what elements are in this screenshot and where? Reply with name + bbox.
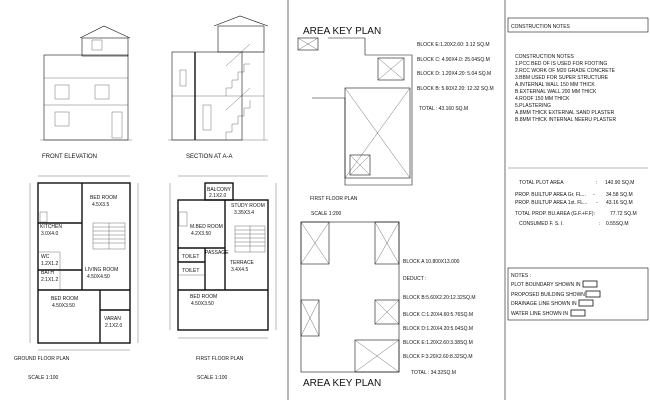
ground-room-bedroom-1-size: 4.5X3.5 [92, 202, 109, 208]
first-floor-scale: SCALE 1:100 [197, 375, 228, 381]
notes-header-box [507, 17, 649, 33]
block-deduct-4: BLOCK F:3.20X2.60:8.32SQ.M [403, 354, 472, 360]
notes-header: CONSTRUCTION NOTES [511, 24, 571, 30]
note-4: B.EXTERNAL WALL 200 MM THICK [515, 89, 597, 95]
area-row-4-label: CONSUMED F. S. I. [519, 221, 564, 227]
area-row-1-value: 34.58 SQ.M [606, 192, 633, 198]
area-row-1-sep: - [593, 192, 595, 198]
block-deduct-3: BLOCK E:1.20X2.60:3.38SQ.M [403, 340, 473, 346]
area-row-0-sep: : [596, 180, 597, 186]
block-deduct-1: BLOCK C:1.20X4.60:5.76SQ.M [403, 312, 473, 318]
note-8: B.8MM THICK INTERNAL NEERU PLASTER [515, 117, 617, 123]
total-deduct: TOTAL : 34.32SQ.M [411, 370, 456, 376]
block-first-2: BLOCK D: 1.20X4.20: 5.04 SQ.M [417, 71, 491, 77]
area-row-4-value: 0.55SQ.M [606, 221, 629, 227]
ground-floor-scale: SCALE 1:100 [28, 375, 59, 381]
first-room-terrace-size: 3.4X4.5 [231, 267, 248, 273]
area-row-2-label: PROP. BUILTUP AREA 1st. FL... [515, 200, 587, 206]
note-6: 5.PLASTERING [515, 103, 551, 109]
ground-room-wc-size: 1.2X1.2 [41, 261, 58, 267]
first-room-bedroom-name: BED ROOM [190, 294, 217, 300]
ground-floor-label: GROUND FLOOR PLAN [14, 356, 70, 362]
block-a-label: BLOCK A 10.800X13.000 [403, 259, 460, 265]
total-first: TOTAL : 43.160 SQ.M [419, 106, 468, 112]
first-floor-plan [169, 175, 277, 339]
ground-room-bedroom-2-name: BED ROOM [51, 296, 78, 302]
first-room-balcony-name: BALCONY [207, 187, 232, 193]
area-row-1-label: PROP. BUILTUP AREA Gr. FL... [515, 192, 586, 198]
block-deduct-0: BLOCK B:5.60X2.20:12.32SQ.M [403, 295, 476, 301]
area-row-2-sep: - [596, 200, 598, 206]
first-room-terrace-name: TERRACE [230, 260, 255, 266]
legend-item-2: DRAINAGE LINE SHOWN IN [511, 301, 577, 307]
ground-floor-plan [29, 175, 139, 351]
legend-item-3: WATER LINE SHOWN IN [511, 311, 568, 317]
block-first-1: BLOCK C: 4.90X4.0: 25.04SQ.M [417, 57, 490, 63]
note-1: 2.RCC WORK OF M20 GRADE CONCRETE [515, 68, 616, 74]
area-key-scale: SCALE 1:200 [311, 211, 342, 217]
front-elevation [40, 25, 132, 141]
ground-room-bath-size: 2.1X1.2 [41, 277, 58, 283]
note-3: A.INTERNAL WALL 150 MM THICK [515, 82, 595, 88]
legend-swatch-proposed-building [585, 290, 601, 298]
area-row-2-value: 43.16 SQ.M [606, 200, 633, 206]
first-room-toilet-2-name: TOILET [182, 268, 199, 274]
note-0: 1.PCC BED OF IS USED FOR FOOTING [515, 61, 607, 67]
section-a-a [168, 15, 269, 141]
area-key-plan-bottom [300, 221, 400, 373]
note-7: A.8MM THICK EXTERNAL SAND PLASTER [515, 110, 615, 116]
ground-room-bedroom-2-size: 4.50X3.50 [52, 303, 75, 309]
block-deduct-2: BLOCK D:1.20X4.20:5.04SQ.M [403, 326, 473, 332]
block-first-0: BLOCK E:1.20X2.60: 3.12 SQ.M [417, 42, 490, 48]
area-key-first-floor-label: FIRST FLOOR PLAN [310, 196, 358, 202]
deduct-label: DEDUCT : [403, 276, 427, 282]
legend-item-0: PLOT BOUNDARY SHOWN IN [511, 282, 581, 288]
first-room-mbed-size: 4.2X3.50 [191, 231, 211, 237]
area-key-title-bottom: AREA KEY PLAN [303, 378, 381, 389]
legend-swatch-plot-boundary [582, 280, 598, 288]
front-elevation-label: FRONT ELEVATION [42, 154, 97, 160]
legend-swatch-drainage [578, 299, 594, 307]
notes-title: CONSTRUCTION NOTES [515, 54, 575, 60]
ground-room-kitchen-size: 3.0X4.0 [41, 231, 58, 237]
ground-room-bath-name: BATH [41, 270, 54, 276]
first-room-passage-name: PASSAGE [205, 250, 229, 256]
ground-room-varan-name: VARAN [104, 316, 121, 322]
legend-swatch-water [570, 309, 586, 317]
legend-box [507, 267, 649, 321]
area-key-title-top: AREA KEY PLAN [303, 26, 381, 37]
first-room-toilet-1-name: TOILET [182, 254, 199, 260]
ground-room-kitchen-name: KITCHEN [40, 224, 62, 230]
first-room-study-size: 3.35X3.4 [234, 210, 254, 216]
note-5: 4.ROOF 150 MM THICK [515, 96, 570, 102]
area-row-3-value: 77.72 SQ.M [610, 211, 637, 217]
first-floor-label: FIRST FLOOR PLAN [196, 356, 244, 362]
ground-room-living-size: 4.50X4.50 [87, 274, 110, 280]
note-2: 3.BBM USED FOR SUPER STRUCTURE [515, 75, 609, 81]
ground-room-wc-name: WC [41, 254, 50, 260]
area-row-3-label: TOTAL PROP. BU.AREA (G.F.+F.F): [515, 211, 595, 217]
first-room-mbed-name: M.BED ROOM [190, 224, 223, 230]
legend-item-1: PROPOSED BUILDING SHOWN IN [511, 292, 592, 298]
section-label: SECTION AT A-A [186, 154, 232, 160]
area-row-4-sep: : [599, 221, 600, 227]
first-room-bedroom-size: 4.50X3.50 [191, 301, 214, 307]
area-row-0-label: TOTAL PLOT AREA [519, 180, 564, 186]
area-row-0-value: 140.90 SQ.M [605, 180, 634, 186]
area-key-plan-top [297, 37, 413, 186]
ground-room-bedroom-1-name: BED ROOM [90, 195, 117, 201]
ground-room-living-name: LIVING ROOM [85, 267, 118, 273]
first-room-balcony-size: 2.1X2.0 [209, 193, 226, 199]
block-first-3: BLOCK B: 5.60X2.20: 12.32 SQ.M [417, 86, 494, 92]
first-room-study-name: STUDY ROOM [231, 203, 265, 209]
ground-room-varan-size: 2.1X2.0 [105, 323, 122, 329]
legend-title: NOTES : [511, 273, 531, 279]
